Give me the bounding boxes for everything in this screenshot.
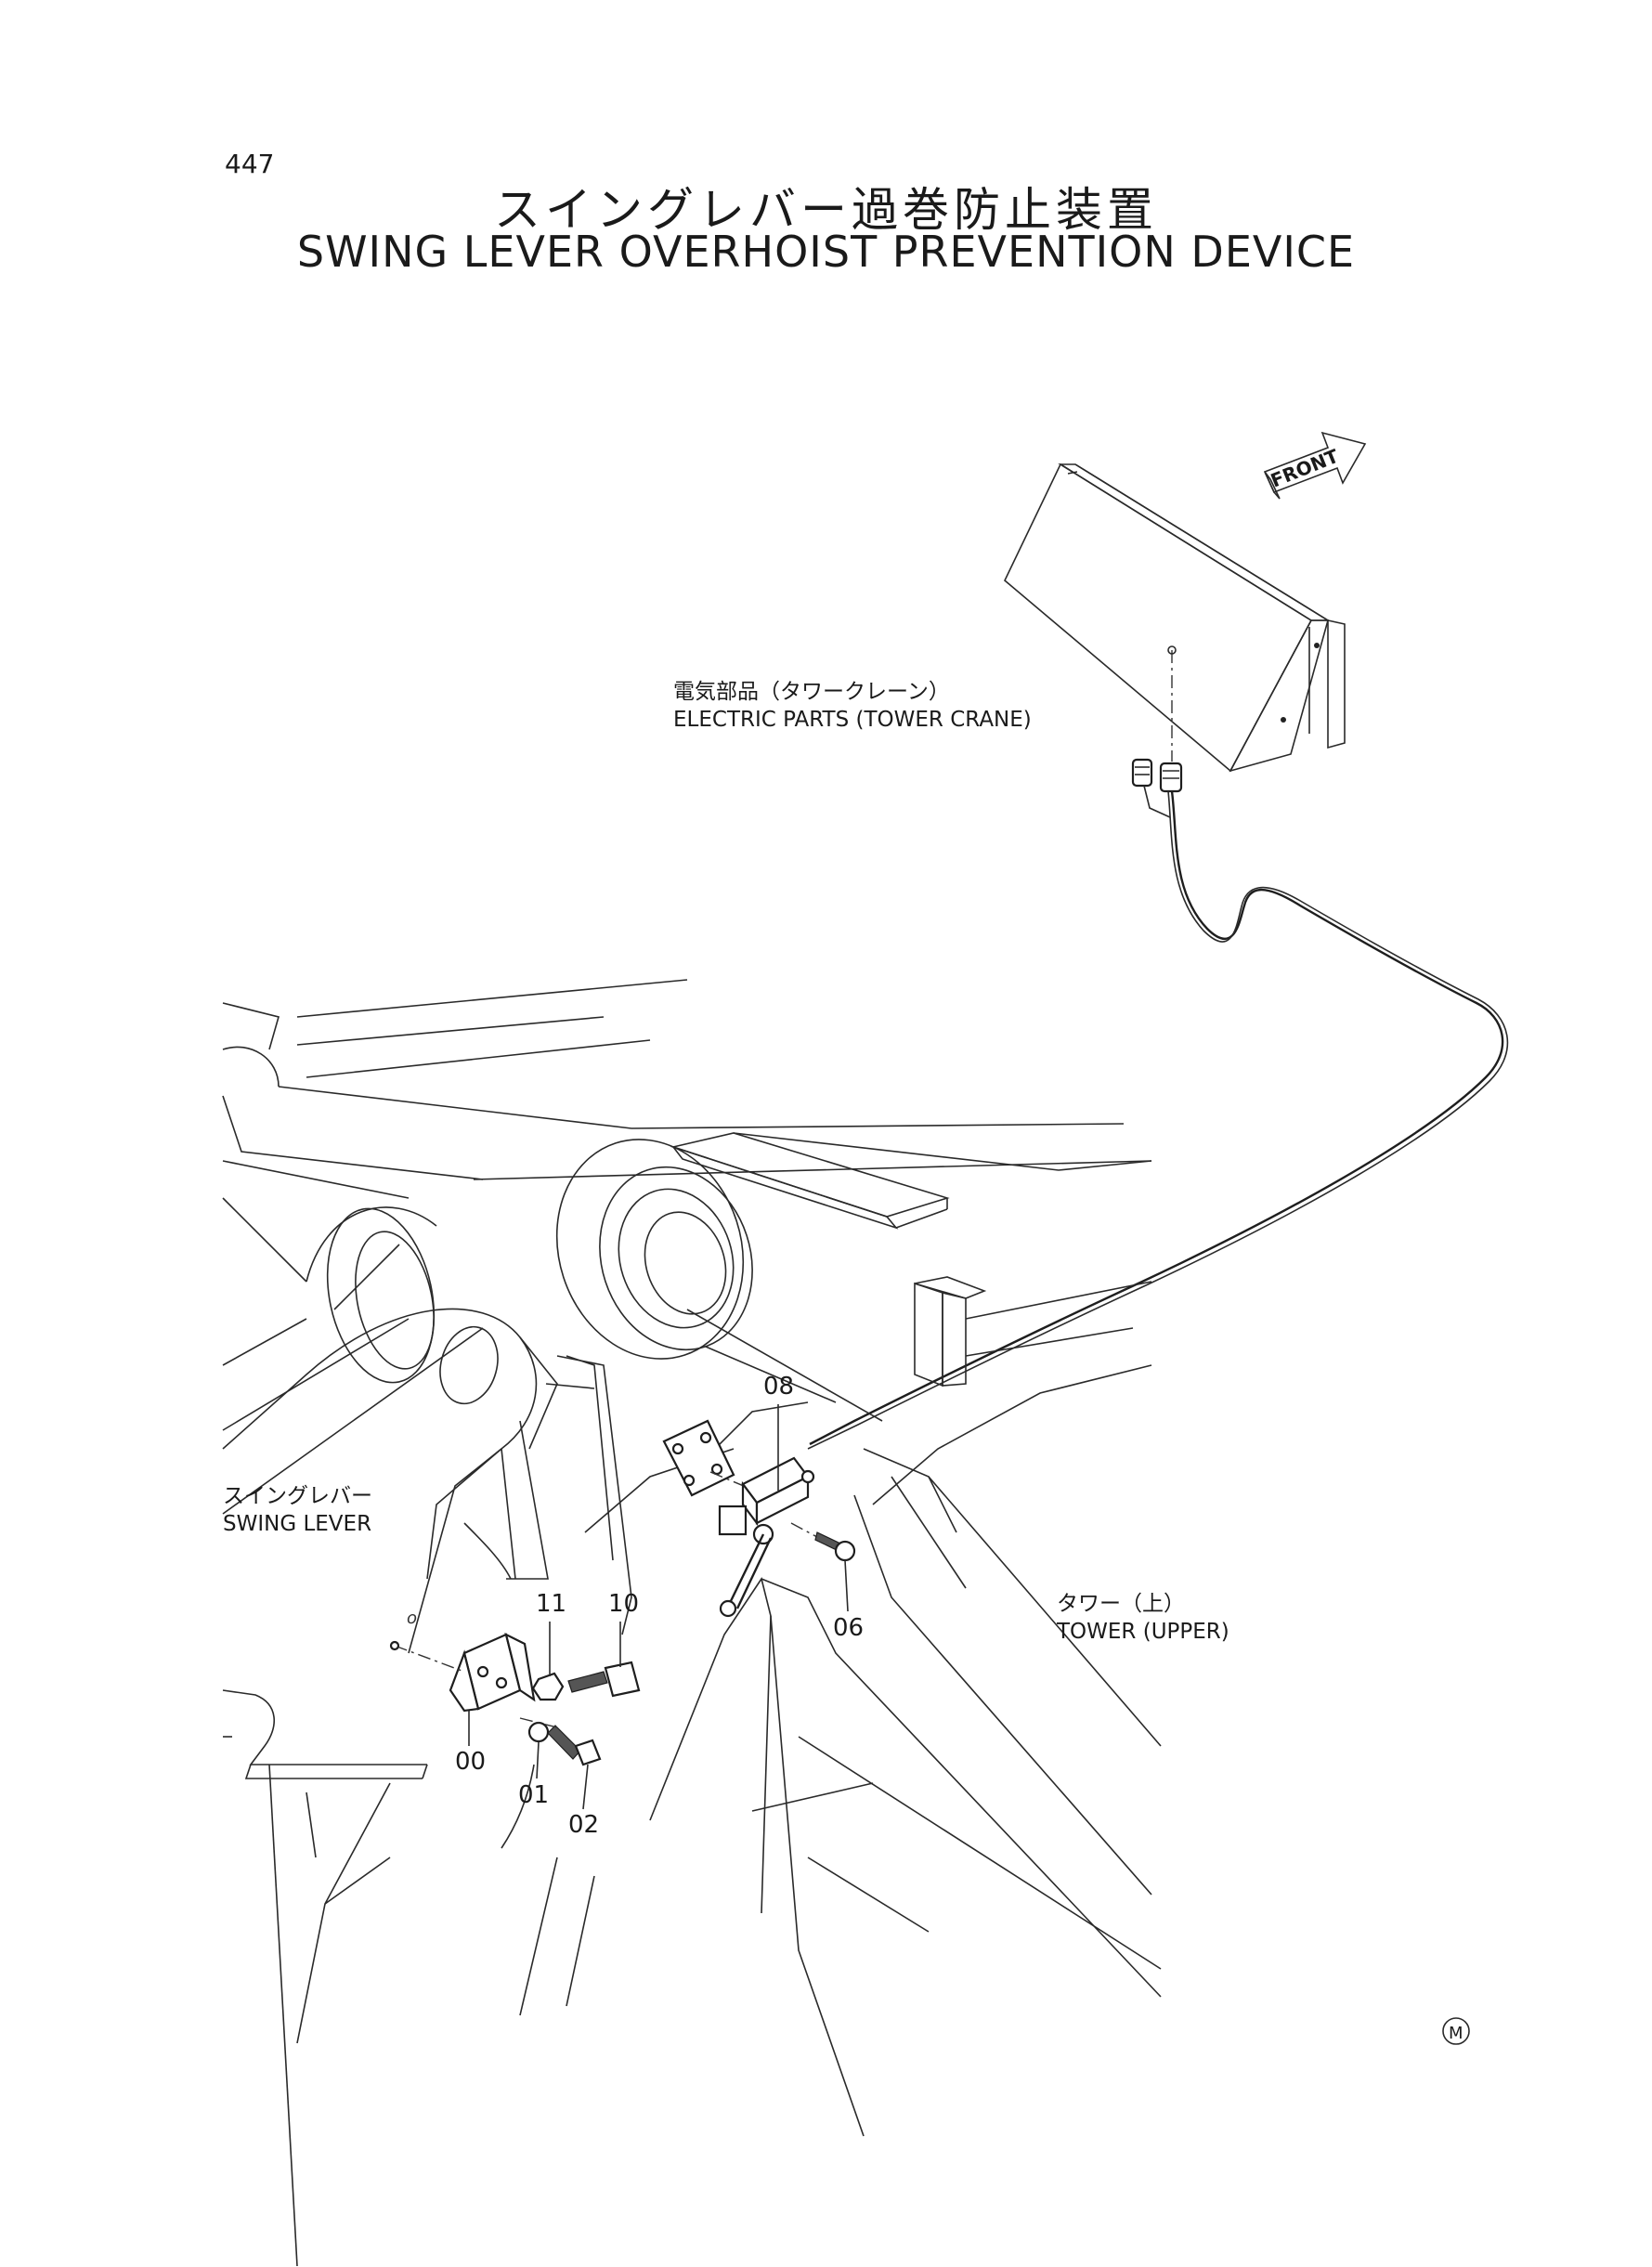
- callout-leader-lines: [468, 1404, 849, 1810]
- parts-assembly: o: [389, 1419, 856, 1766]
- callout-08: 08: [763, 1373, 795, 1401]
- page-number: 447: [225, 149, 275, 179]
- callout-06: 06: [833, 1614, 865, 1642]
- cable-harness: [807, 758, 1509, 1450]
- swing-lever-label-en: SWING LEVER: [223, 1512, 372, 1536]
- page-title-en: SWING LEVER OVERHOIST PREVENTION DEVICE: [296, 227, 1356, 277]
- electric-parts-label-en: ELECTRIC PARTS (TOWER CRANE): [673, 708, 1032, 732]
- tower-upper-label-en: TOWER (UPPER): [1057, 1620, 1229, 1644]
- callout-00: 00: [455, 1748, 487, 1776]
- electric-parts-label-jp: 電気部品（タワークレーン）: [673, 680, 950, 704]
- swing-lever-label: スイングレバー SWING LEVER: [223, 1482, 372, 1538]
- m-mark-icon: M: [1442, 2017, 1470, 2045]
- boom-structure: [222, 979, 1162, 2267]
- svg-text:o: o: [407, 1609, 417, 1628]
- callout-10: 10: [608, 1590, 640, 1618]
- front-label-svg: FRONT: [1268, 445, 1342, 492]
- tower-upper-label: タワー（上） TOWER (UPPER): [1057, 1590, 1229, 1646]
- callout-01: 01: [518, 1781, 550, 1809]
- page-title-jp: スイングレバー過巻防止装置: [494, 183, 1158, 237]
- callout-02: 02: [568, 1811, 600, 1839]
- electric-parts-label: 電気部品（タワークレーン） ELECTRIC PARTS (TOWER CRAN…: [673, 678, 1032, 734]
- swing-lever-label-jp: スイングレバー: [223, 1484, 372, 1508]
- front-arrow-icon: FRONT: [1263, 431, 1367, 500]
- tower-upper-label-jp: タワー（上）: [1057, 1592, 1185, 1616]
- callout-11: 11: [536, 1590, 567, 1618]
- electric-parts-box: [1004, 463, 1346, 773]
- svg-text:M: M: [1449, 2024, 1463, 2043]
